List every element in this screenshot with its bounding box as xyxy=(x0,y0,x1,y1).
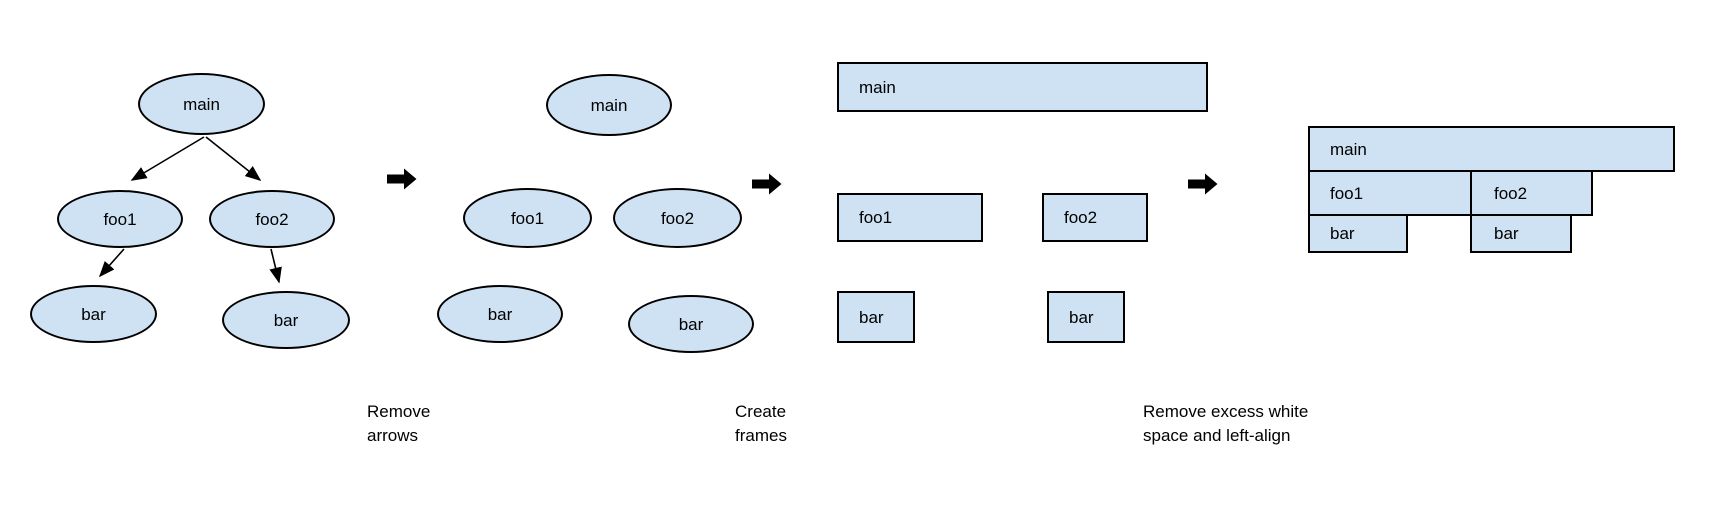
flame-frame-foo2: foo2 xyxy=(1470,170,1593,216)
node-main-ellipse: main xyxy=(138,73,265,135)
node-bar-right-ellipse: bar xyxy=(222,291,350,349)
frame-bar-right: bar xyxy=(1047,291,1125,343)
node-label: bar xyxy=(678,314,704,334)
frame-main: main xyxy=(837,62,1208,112)
node-main-ellipse: main xyxy=(546,74,672,136)
node-bar-left-ellipse: bar xyxy=(30,285,157,343)
caption-remove-whitespace: Remove excess white space and left-align xyxy=(1143,400,1308,448)
frame-bar-left: bar xyxy=(837,291,915,343)
caption-remove-arrows: Remove arrows xyxy=(367,400,430,448)
flame-frame-bar-right: bar xyxy=(1470,214,1572,253)
node-foo1-ellipse: foo1 xyxy=(57,190,183,248)
node-label: foo1 xyxy=(103,209,137,229)
frame-label: foo2 xyxy=(1064,208,1098,227)
arrow-right-icon xyxy=(752,173,782,195)
node-label: bar xyxy=(273,310,299,330)
node-label: foo2 xyxy=(255,209,289,229)
node-label: bar xyxy=(81,304,106,324)
frame-foo2: foo2 xyxy=(1042,193,1148,242)
caption-line: arrows xyxy=(367,426,419,445)
caption-line: Create xyxy=(735,402,787,421)
node-foo2-ellipse: foo2 xyxy=(209,190,335,248)
frame-label: foo1 xyxy=(1330,183,1364,203)
caption-line: space and left-align xyxy=(1143,426,1291,445)
node-label: main xyxy=(590,95,628,115)
node-foo2-ellipse: foo2 xyxy=(613,188,742,248)
frame-label: foo1 xyxy=(859,208,893,227)
flame-frame-foo1: foo1 xyxy=(1308,170,1472,216)
node-label: foo2 xyxy=(660,208,695,228)
caption-create-frames: Create frames xyxy=(735,400,787,448)
frame-label: bar xyxy=(1494,224,1519,243)
node-foo1-ellipse: foo1 xyxy=(463,188,592,248)
arrow-right-icon xyxy=(387,168,417,190)
arrow-right-icon xyxy=(1188,173,1218,195)
frame-label: main xyxy=(859,77,896,97)
caption-line: Remove xyxy=(367,402,431,421)
flame-frame-bar-left: bar xyxy=(1308,214,1408,253)
frame-label: bar xyxy=(859,307,884,327)
node-label: foo1 xyxy=(510,208,545,228)
caption-line: frames xyxy=(735,426,787,445)
node-bar-left-ellipse: bar xyxy=(437,285,563,343)
tree-edge-arrows xyxy=(98,136,282,284)
frame-label: main xyxy=(1330,139,1367,159)
frame-label: bar xyxy=(1330,224,1355,243)
node-label: main xyxy=(183,94,220,114)
caption-line: Remove excess white xyxy=(1143,402,1309,421)
flame-frame-main: main xyxy=(1308,126,1675,172)
frame-foo1: foo1 xyxy=(837,193,983,242)
node-label: bar xyxy=(487,304,513,324)
frame-label: foo2 xyxy=(1494,183,1528,203)
node-bar-right-ellipse: bar xyxy=(628,295,754,353)
frame-label: bar xyxy=(1069,307,1094,327)
